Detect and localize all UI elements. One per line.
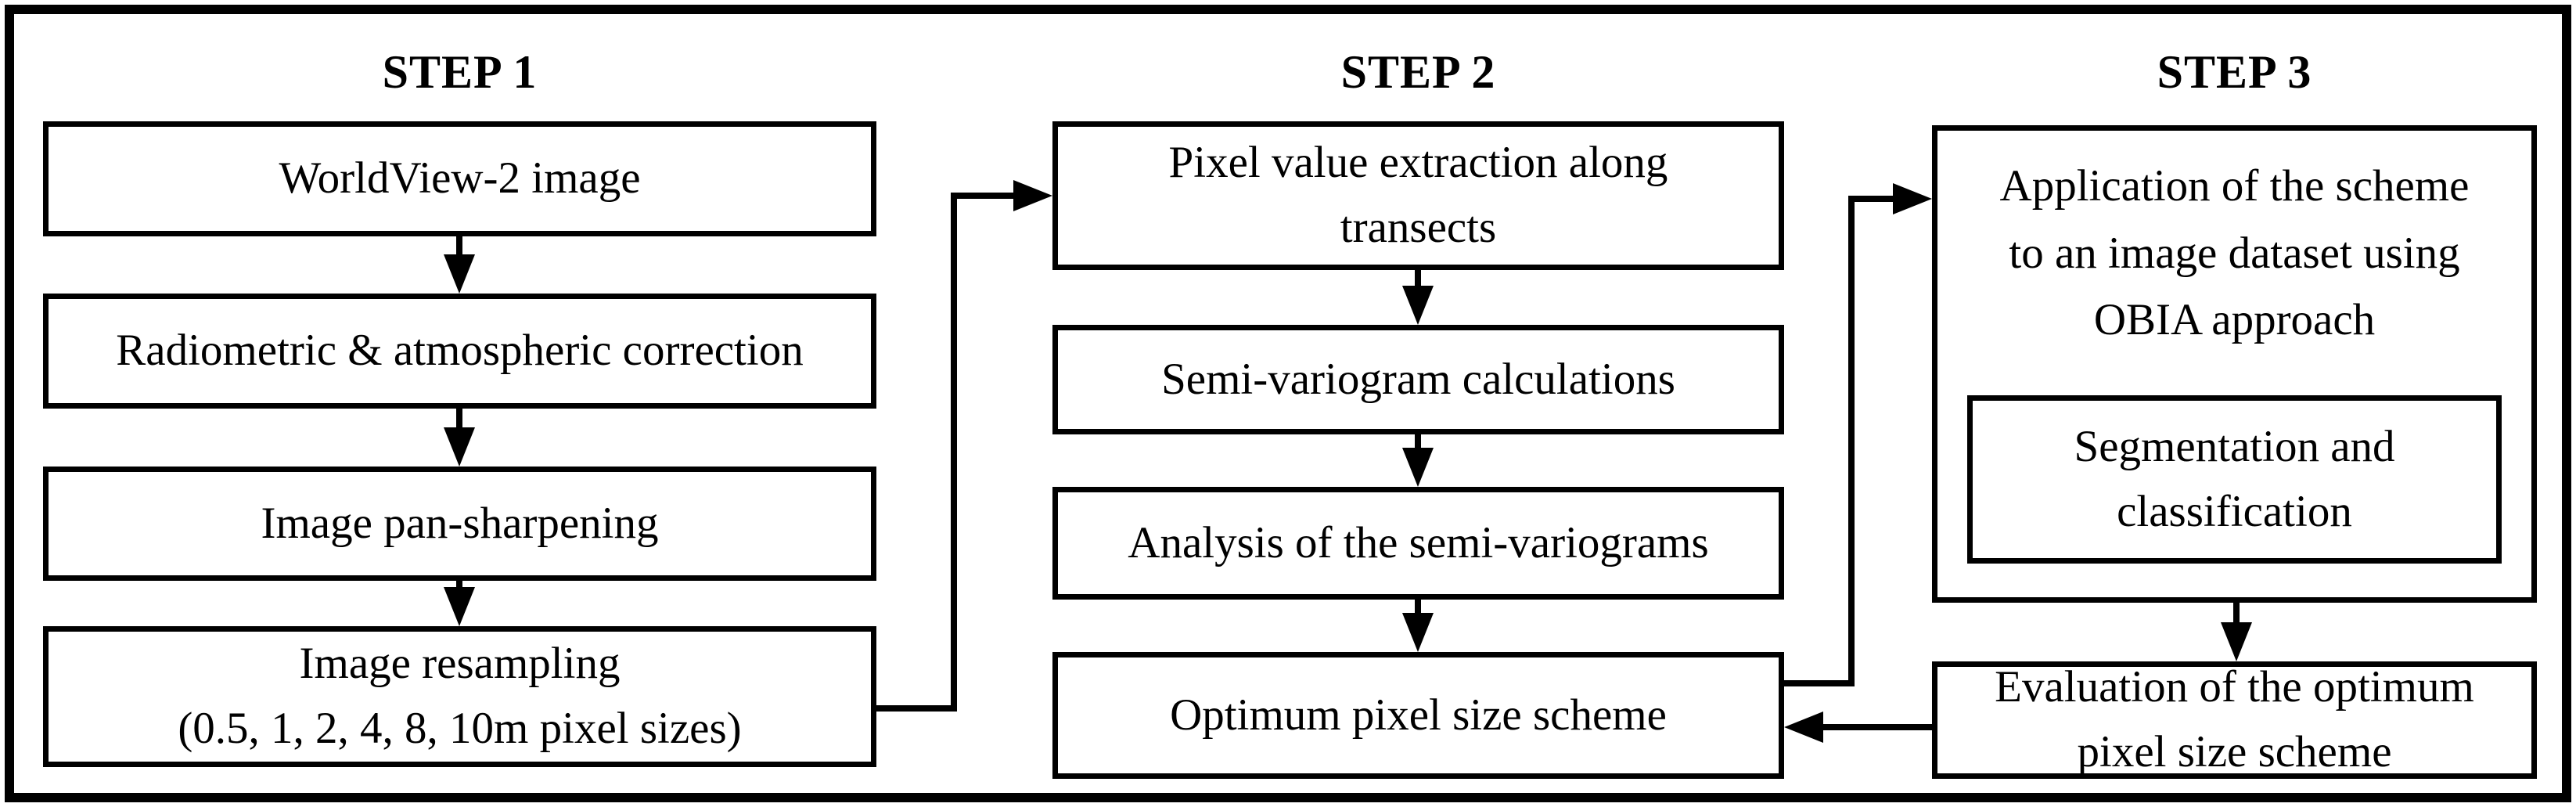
box-image-pan-sharpening: Image pan-sharpening: [43, 467, 876, 581]
step2-header: STEP 2: [1340, 46, 1496, 98]
box-text-line: transects: [1340, 203, 1497, 252]
box-text-line: Image resampling: [299, 639, 621, 689]
box-text-line: to an image dataset using: [2009, 228, 2460, 278]
box-text-line: (0.5, 1, 2, 4, 8, 10m pixel sizes): [178, 704, 742, 753]
box-text-line: Application of the scheme: [1999, 161, 2470, 211]
box-text-line: Radiometric & atmospheric correction: [116, 326, 804, 376]
box-image-resampling: Image resampling (0.5, 1, 2, 4, 8, 10m p…: [43, 626, 876, 767]
box-optimum-pixel-size-scheme: Optimum pixel size scheme: [1052, 652, 1784, 779]
step1-header: STEP 1: [382, 46, 538, 98]
box-worldview-image: WorldView-2 image: [43, 121, 876, 236]
box-text-line: Semi-variogram calculations: [1161, 354, 1675, 404]
box-text-line: WorldView-2 image: [279, 153, 641, 204]
box-pixel-value-extraction: Pixel value extraction along transects: [1052, 121, 1784, 270]
box-segmentation-classification: Segmentation and classification: [1967, 395, 2502, 564]
step3-header: STEP 3: [2157, 46, 2312, 98]
box-text-line: Segmentation and: [2074, 421, 2395, 471]
box-semi-variogram-calculations: Semi-variogram calculations: [1052, 325, 1784, 434]
box-text-line: pixel size scheme: [2077, 727, 2392, 776]
box-text-line: Pixel value extraction along: [1168, 138, 1668, 188]
box-text-line: Analysis of the semi-variograms: [1128, 517, 1709, 567]
box-text-line: classification: [2117, 486, 2352, 536]
box-analysis-semi-variograms: Analysis of the semi-variograms: [1052, 487, 1784, 600]
box-application-obia: Application of the scheme to an image da…: [1932, 125, 2537, 603]
box-text-line: Optimum pixel size scheme: [1170, 690, 1667, 740]
box-text-line: Evaluation of the optimum: [1995, 662, 2474, 712]
box-text-line: Image pan-sharpening: [261, 498, 659, 548]
box-text-line: OBIA approach: [2093, 295, 2376, 344]
box-radiometric-atmospheric-correction: Radiometric & atmospheric correction: [43, 294, 876, 409]
box-evaluation-optimum-scheme: Evaluation of the optimum pixel size sch…: [1932, 661, 2537, 779]
figure-border: [5, 5, 2571, 802]
